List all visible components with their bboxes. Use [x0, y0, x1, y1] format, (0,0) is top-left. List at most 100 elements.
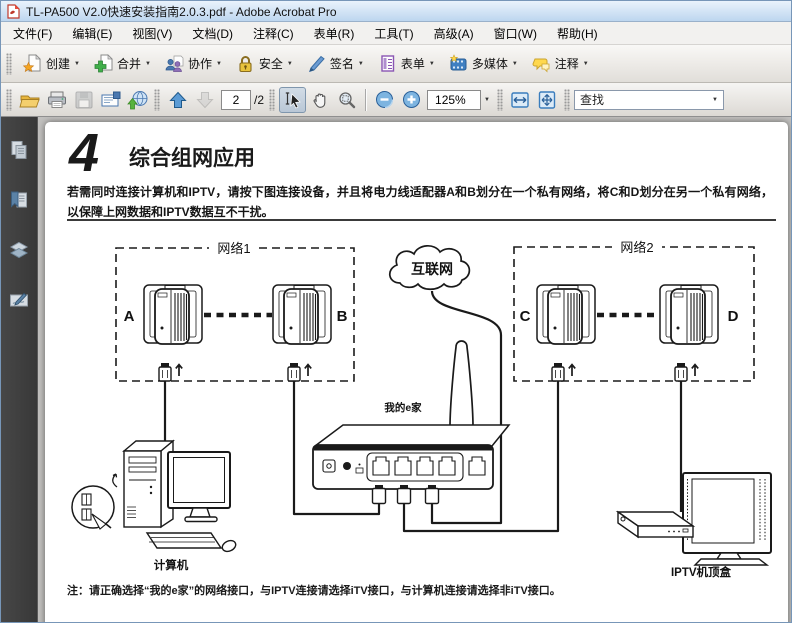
adapter-c-label: C: [520, 308, 531, 325]
signatures-panel-button[interactable]: [6, 287, 32, 313]
network-diagram: 网络1 网络2: [61, 235, 781, 580]
save-button[interactable]: [70, 87, 97, 113]
create-button[interactable]: 创建 ▼: [16, 50, 87, 77]
forms-label: 表单: [400, 57, 425, 71]
adapter-d-graphic: D: [659, 284, 739, 382]
fit-width-button[interactable]: [507, 87, 534, 113]
hand-tool-icon: [313, 93, 325, 108]
forms-button[interactable]: 表单 ▼: [371, 50, 442, 77]
computer-label: 计算机: [154, 558, 189, 572]
bookmarks-panel-icon: [11, 191, 27, 208]
network1-label: 网络1: [217, 241, 250, 256]
create-label: 创建: [46, 57, 71, 71]
comment-icon: [532, 58, 550, 73]
next-page-button[interactable]: [191, 87, 218, 113]
pages-panel-button[interactable]: [6, 137, 32, 163]
arrow-down-icon: [195, 91, 214, 108]
adapter-b-label: B: [337, 308, 348, 325]
menu-view[interactable]: 视图(V): [132, 26, 173, 41]
iptv-label: IPTV机顶盒: [671, 565, 732, 579]
primary-toolbar: 创建 ▼ 合并 ▼ 协作 ▼: [1, 45, 791, 83]
sign-button[interactable]: 签名 ▼: [300, 50, 371, 77]
menu-help[interactable]: 帮助(H): [557, 26, 598, 41]
menu-bar: 文件(F) 编辑(E) 视图(V) 文档(D) 注释(C) 表单(R) 工具(T…: [1, 22, 791, 45]
find-input-text: 查找: [579, 93, 604, 107]
sign-icon: [308, 55, 325, 73]
combine-button[interactable]: 合并 ▼: [87, 50, 158, 77]
network1-box: 网络1: [115, 240, 355, 382]
page-number-input[interactable]: 2: [221, 89, 251, 110]
hand-tool-button[interactable]: [306, 87, 333, 113]
email-button[interactable]: [97, 87, 124, 113]
collaborate-button[interactable]: 协作 ▼: [158, 50, 229, 77]
marquee-zoom-icon: [338, 91, 355, 108]
chevron-down-icon: ▼: [215, 60, 222, 67]
layers-panel-button[interactable]: [6, 237, 32, 263]
footnote: 注：请正确选择“我的e家”的网络接口，与IPTV连接请选择iTV接口，与计算机连…: [67, 585, 561, 597]
combine-label: 合并: [116, 57, 141, 71]
secure-button[interactable]: 安全 ▼: [229, 50, 300, 77]
section-divider: [67, 219, 776, 221]
menu-tools[interactable]: 工具(T): [374, 26, 414, 41]
previous-page-button[interactable]: [164, 87, 191, 113]
forms-icon: [381, 55, 395, 72]
navigation-sidebar: [1, 117, 38, 622]
find-dropdown-caret[interactable]: ▼: [712, 96, 718, 103]
comment-label: 注释: [554, 57, 579, 71]
internet-cloud: 互联网: [389, 245, 471, 291]
adapter-a-label: A: [124, 308, 135, 325]
arrow-up-icon: [168, 91, 187, 108]
adapter-c-graphic: C: [520, 284, 596, 382]
main-area: 4 综合组网应用 若需同时连接计算机和IPTV，请按下图连接设备，并且将电力线适…: [1, 117, 791, 622]
bookmarks-panel-button[interactable]: [6, 187, 32, 213]
menu-file[interactable]: 文件(F): [13, 26, 53, 41]
fit-page-button[interactable]: [534, 87, 561, 113]
toolbar-grip[interactable]: [154, 88, 160, 111]
adapter-a-graphic: A: [124, 284, 203, 382]
chevron-down-icon: ▼: [428, 60, 435, 67]
marquee-zoom-button[interactable]: [333, 87, 360, 113]
chevron-down-icon: ▼: [74, 60, 80, 67]
zoom-dropdown-caret[interactable]: ▼: [484, 96, 490, 103]
upload-web-button[interactable]: [124, 87, 151, 113]
toolbar-separator: [365, 88, 367, 111]
document-area[interactable]: 4 综合组网应用 若需同时连接计算机和IPTV，请按下图连接设备，并且将电力线适…: [38, 117, 791, 622]
chevron-down-icon: ▼: [286, 60, 293, 67]
adapter-d-label: D: [728, 308, 739, 325]
menu-window[interactable]: 窗口(W): [493, 26, 537, 41]
toolbar-grip[interactable]: [496, 88, 503, 111]
adapter-b-graphic: B: [272, 284, 348, 382]
pdf-page: 4 综合组网应用 若需同时连接计算机和IPTV，请按下图连接设备，并且将电力线适…: [45, 122, 788, 622]
menu-comments[interactable]: 注释(C): [253, 26, 294, 41]
menu-document[interactable]: 文档(D): [192, 26, 233, 41]
chevron-down-icon: ▼: [511, 60, 518, 67]
multimedia-button[interactable]: 多媒体 ▼: [442, 50, 525, 77]
title-bar[interactable]: TL-PA500 V2.0快速安装指南2.0.3.pdf - Adobe Acr…: [1, 1, 791, 22]
find-input[interactable]: 查找 ▼: [573, 89, 724, 110]
computer-graphic: [71, 439, 237, 553]
multimedia-icon: [449, 54, 467, 71]
select-tool-button[interactable]: [279, 86, 307, 113]
toolbar-grip[interactable]: [6, 52, 12, 75]
network2-box: 网络2: [513, 239, 755, 382]
menu-edit[interactable]: 编辑(E): [72, 26, 113, 41]
zoom-in-button[interactable]: [398, 87, 425, 113]
zoom-level-input[interactable]: 125%: [427, 89, 482, 110]
page-total-label: /2: [254, 92, 265, 107]
open-folder-icon: [18, 95, 40, 107]
toolbar-grip[interactable]: [6, 88, 12, 111]
router-label: 我的e家: [384, 401, 422, 414]
zoom-out-button[interactable]: [371, 87, 398, 113]
menu-advanced[interactable]: 高级(A): [433, 26, 474, 41]
secondary-toolbar: 2 /2: [1, 83, 791, 117]
comment-button[interactable]: 注释 ▼: [525, 50, 596, 77]
open-button[interactable]: [16, 87, 43, 113]
fit-page-icon: [539, 90, 556, 109]
print-button[interactable]: [43, 87, 70, 113]
toolbar-grip[interactable]: [269, 88, 276, 111]
toolbar-grip[interactable]: [563, 88, 570, 111]
collaborate-label: 协作: [187, 57, 212, 71]
menu-forms[interactable]: 表单(R): [313, 26, 355, 41]
ethernet-cables: [163, 290, 683, 533]
signatures-panel-icon: [10, 292, 28, 307]
